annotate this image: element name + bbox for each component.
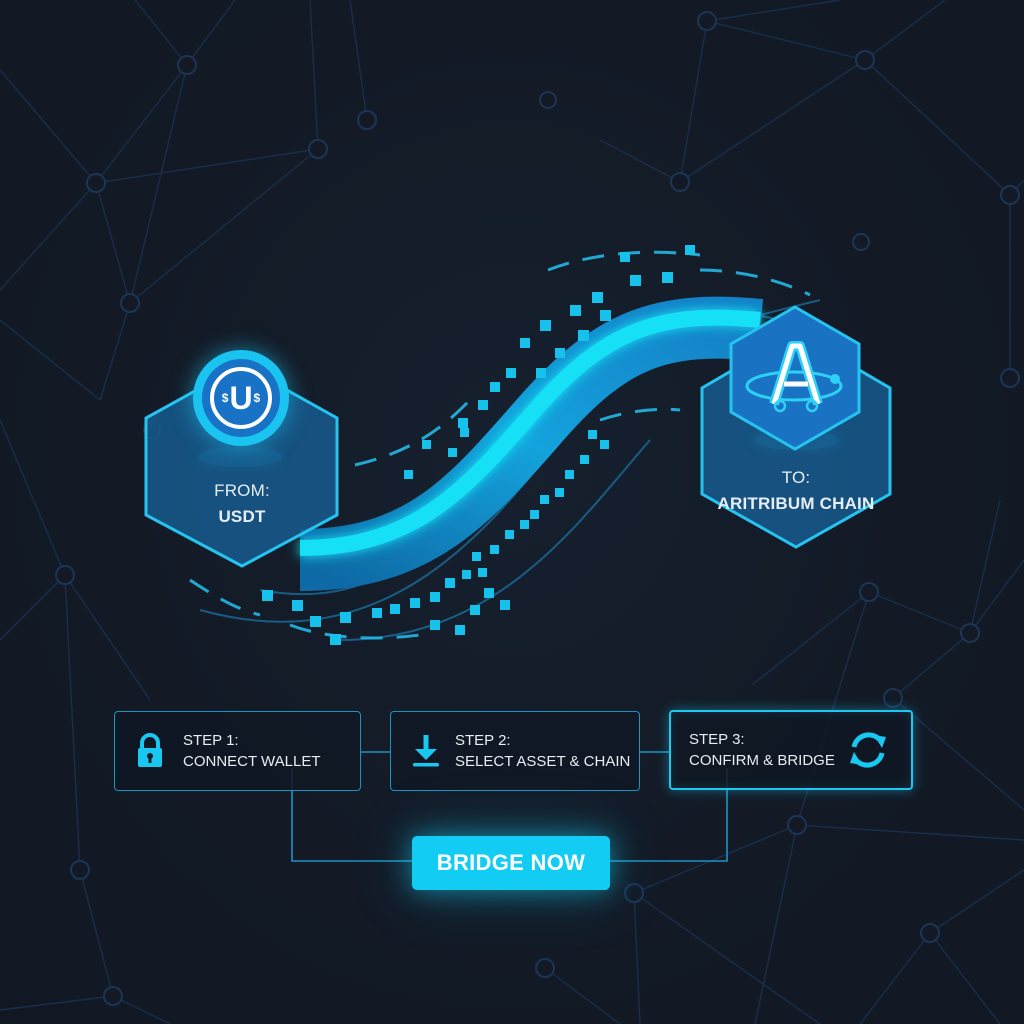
lock-icon [135, 733, 165, 769]
source-from-label: FROM: [214, 481, 270, 500]
destination-to-label: TO: [781, 468, 811, 487]
hexagon-shape [144, 363, 339, 568]
step-3-label: CONFIRM & BRIDGE [689, 752, 835, 769]
bridge-now-button[interactable]: BRIDGE NOW [412, 836, 610, 890]
step-1-label: CONNECT WALLET [183, 753, 321, 770]
source-asset-name: USDT [218, 507, 266, 526]
refresh-icon [845, 727, 891, 773]
download-icon [411, 733, 441, 769]
source-chain-card[interactable]: FROM: USDT [142, 360, 342, 570]
step-3-title: STEP 3: [689, 731, 745, 748]
step-2-select-asset-chain[interactable]: STEP 2: SELECT ASSET & CHAIN [390, 711, 640, 791]
step-1-title: STEP 1: [183, 732, 239, 749]
step-3-confirm-bridge[interactable]: STEP 3: CONFIRM & BRIDGE [669, 710, 913, 790]
destination-chain-name: ARITRIBUM CHAIN [717, 494, 875, 513]
aritribum-logo-icon [728, 304, 862, 452]
step-2-label: SELECT ASSET & CHAIN [455, 753, 631, 770]
step-1-connect-wallet[interactable]: STEP 1: CONNECT WALLET [114, 711, 361, 791]
usdt-coin-icon: $ U $ [193, 350, 289, 446]
step-2-title: STEP 2: [455, 732, 511, 749]
